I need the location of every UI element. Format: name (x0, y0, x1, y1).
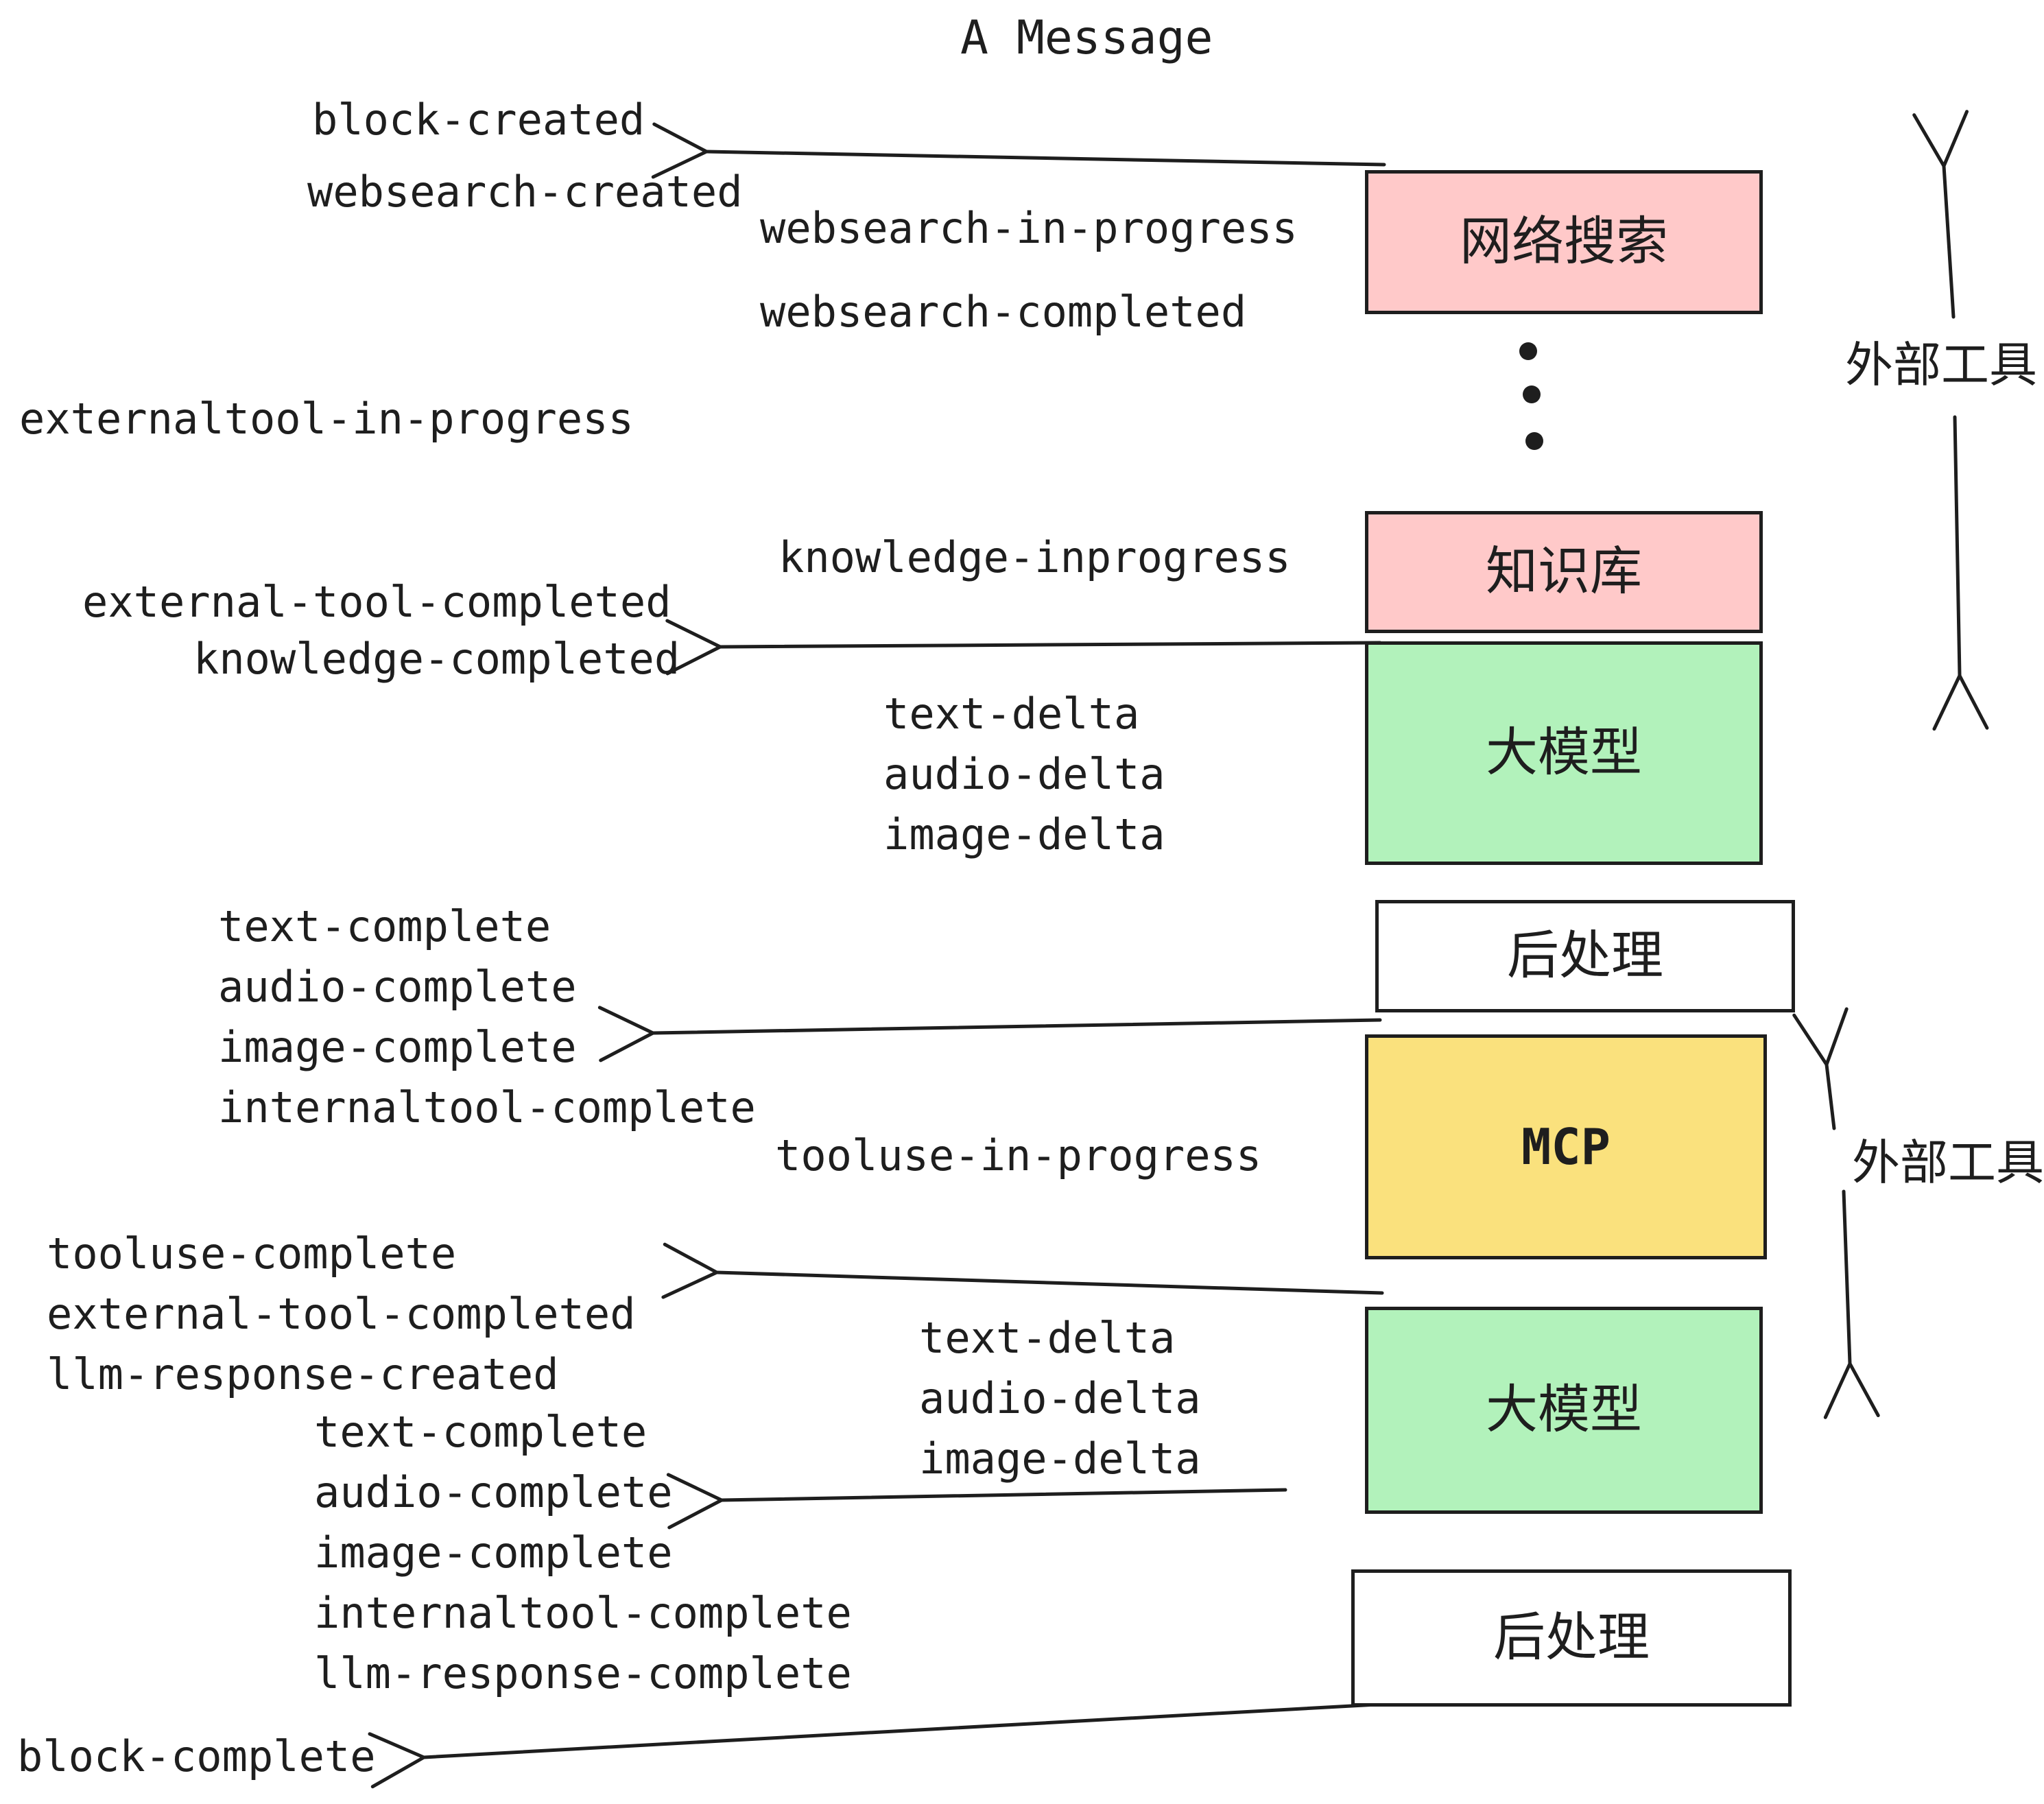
box-websearch: 网络搜索 (1365, 170, 1763, 314)
arrow-audio-complete-2 (666, 1473, 1287, 1530)
event-tooluse-complete: tooluse-complete (47, 1229, 457, 1279)
event-audio-delta-2: audio-delta (919, 1373, 1201, 1423)
arrow-knowledge-completed (665, 619, 1382, 676)
box-mcp: MCP (1365, 1034, 1767, 1259)
box-llm-1: 大模型 (1365, 641, 1763, 865)
event-text-complete-1: text-complete (218, 901, 551, 951)
event-internaltool-complete-2: internaltool-complete (314, 1588, 852, 1638)
event-audio-delta-1: audio-delta (883, 749, 1165, 799)
event-external-tool-completed-2: external-tool-completed (47, 1289, 636, 1339)
box-mcp-label: MCP (1521, 1118, 1611, 1176)
box-llm-2-label: 大模型 (1486, 1381, 1642, 1439)
label-external-tools-2: 外部工具 (1852, 1136, 2044, 1189)
external-tools-down-arrow-1 (1932, 415, 1989, 731)
external-tools-up-arrow-1 (1912, 110, 1969, 319)
event-image-delta-2: image-delta (919, 1434, 1201, 1484)
event-websearch-in-progress: websearch-in-progress (760, 203, 1298, 253)
box-llm-1-label: 大模型 (1486, 724, 1642, 782)
event-externaltool-in-progress: externaltool-in-progress (19, 394, 634, 444)
event-llm-response-created: llm-response-created (47, 1349, 559, 1399)
box-postprocess-1: 后处理 (1375, 900, 1795, 1012)
box-postprocess-1-label: 后处理 (1507, 927, 1663, 985)
event-internaltool-complete-1: internaltool-complete (218, 1082, 756, 1132)
box-postprocess-2: 后处理 (1351, 1569, 1792, 1707)
box-knowledge: 知识库 (1365, 511, 1763, 633)
external-tools-up-arrow-2 (1792, 1007, 1849, 1130)
external-tools-down-arrow-2 (1823, 1189, 1880, 1419)
event-image-delta-1: image-delta (883, 809, 1165, 859)
event-text-delta-1: text-delta (883, 689, 1140, 739)
box-postprocess-2-label: 后处理 (1493, 1609, 1650, 1667)
arrow-internal-complete-1 (597, 1006, 1382, 1063)
event-websearch-created: websearch-created (307, 167, 743, 217)
box-knowledge-label: 知识库 (1486, 543, 1642, 601)
event-block-created: block-created (312, 95, 645, 145)
arrow-block-complete (368, 1702, 1391, 1789)
event-tooluse-in-progress: tooluse-in-progress (775, 1130, 1262, 1180)
box-llm-2: 大模型 (1365, 1307, 1763, 1514)
event-image-complete-2: image-complete (314, 1528, 673, 1578)
event-text-delta-2: text-delta (919, 1313, 1176, 1363)
box-websearch-label: 网络搜索 (1460, 213, 1668, 271)
ellipsis-dots (1519, 342, 1543, 450)
event-audio-complete-1: audio-complete (218, 962, 577, 1012)
event-block-complete: block-complete (17, 1731, 376, 1781)
arrow-tooluse-complete (661, 1242, 1384, 1299)
event-external-tool-completed-1: external-tool-completed (82, 577, 672, 627)
arrow-block-created (651, 122, 1386, 179)
event-image-complete-1: image-complete (218, 1022, 577, 1072)
event-knowledge-completed: knowledge-completed (193, 634, 680, 684)
label-external-tools-1: 外部工具 (1845, 338, 2037, 392)
event-knowledge-inprogress: knowledge-inprogress (779, 532, 1291, 582)
event-llm-response-complete: llm-response-complete (314, 1648, 852, 1698)
event-text-complete-2: text-complete (314, 1407, 647, 1457)
diagram-title: A Message (960, 11, 1213, 65)
event-audio-complete-2: audio-complete (314, 1467, 673, 1517)
event-websearch-completed: websearch-completed (760, 287, 1247, 337)
